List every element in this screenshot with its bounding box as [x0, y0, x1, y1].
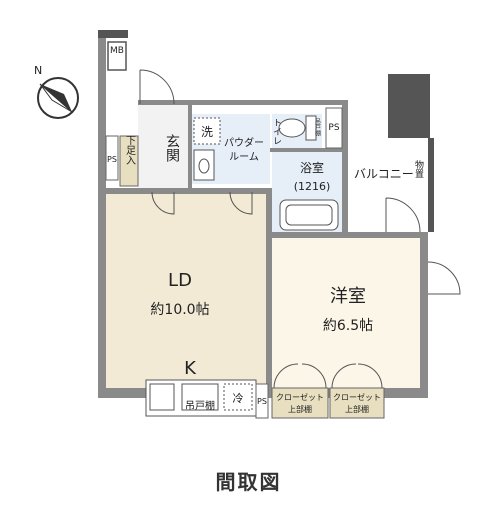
balcony-label: バルコニー — [354, 167, 414, 181]
bathtub — [279, 199, 339, 231]
ld-door — [151, 191, 175, 215]
ld-size: 約10.0帖 — [150, 302, 209, 318]
closet-2-line2: 上部棚 — [345, 404, 369, 414]
ps-entrance-label: PS — [107, 155, 117, 164]
hanging-shelf-label: 吊戸棚 — [185, 399, 215, 412]
mb-box — [107, 41, 127, 71]
closet-2-line1: クローゼット — [333, 392, 381, 402]
ps-kitchen — [255, 383, 269, 419]
shoe-box — [119, 135, 139, 187]
kitchen-label: K — [184, 358, 197, 379]
balcony-door — [385, 197, 421, 233]
bath-size: (1216) — [294, 180, 331, 193]
toilet-tank — [305, 115, 317, 141]
closet-1-line2: 上部棚 — [288, 404, 312, 414]
entrance-label: 玄関 — [164, 133, 180, 163]
western-floor — [272, 236, 424, 388]
toilet-bowl — [278, 118, 306, 138]
ps-kitchen-label: PS — [257, 397, 267, 406]
entrance-door — [139, 69, 175, 105]
ps-toilet — [325, 107, 343, 149]
western-name: 洋室 — [330, 286, 366, 307]
toilet-label: トイレ — [271, 118, 282, 145]
ps-toilet-label: PS — [328, 123, 339, 133]
sink — [149, 383, 175, 411]
stove — [181, 383, 219, 411]
bath-label: 浴室 — [300, 160, 324, 175]
western-door — [427, 261, 461, 295]
toilet-shelf-label: 吊戸棚 — [314, 118, 321, 137]
closet-1-line1: クローゼット — [276, 392, 324, 402]
storage-label: 物置 — [413, 159, 424, 178]
closet-1 — [271, 387, 329, 419]
entrance-floor — [138, 102, 190, 188]
shoe-box-label: 下足入 — [124, 135, 136, 165]
balcony-walls — [98, 30, 434, 232]
powder-door — [229, 191, 253, 215]
powder-room-label-2: ルーム — [229, 151, 259, 163]
washer-pan — [193, 117, 221, 145]
ld-name: LD — [168, 270, 192, 291]
compass-icon — [37, 77, 79, 119]
fridge-label: 冷 — [233, 392, 244, 405]
ld-floor — [104, 192, 270, 388]
fridge-space — [223, 383, 253, 411]
closet-doors — [273, 363, 383, 389]
ps-entrance — [105, 135, 119, 181]
powder-room-label-1: パウダー — [224, 136, 264, 149]
wash-basin — [193, 149, 215, 181]
washer-label: 洗 — [201, 125, 213, 139]
mb-label: MB — [110, 46, 124, 56]
closet-2 — [329, 387, 385, 419]
western-size: 約6.5帖 — [323, 318, 373, 334]
compass-n-label: N — [34, 64, 42, 77]
plan-caption: 間取図 — [215, 470, 282, 494]
